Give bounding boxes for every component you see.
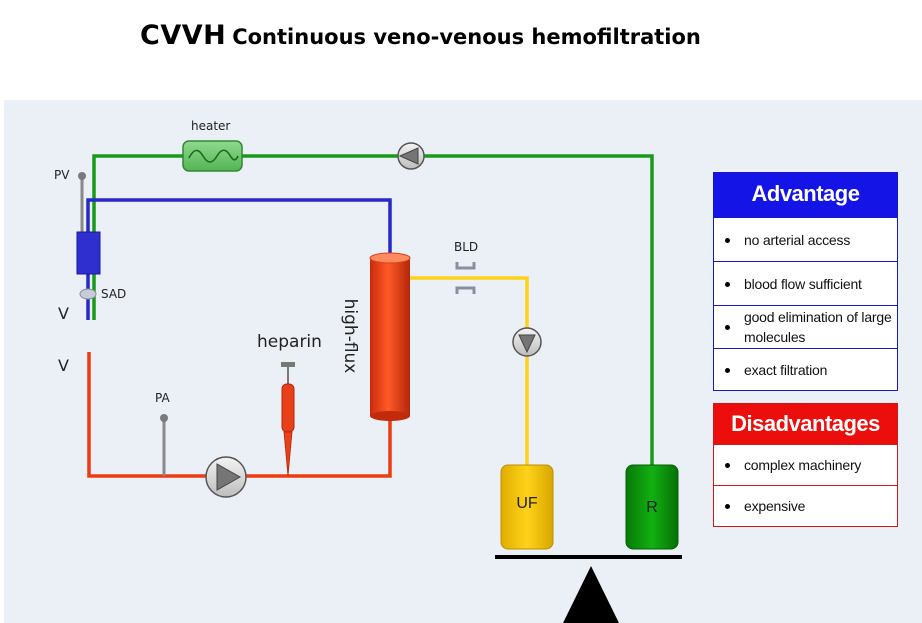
title-full-name: Continuous veno-venous hemofiltration (232, 25, 701, 49)
disadvantage-item: complex machinery (714, 444, 897, 485)
pv-label: PV (54, 168, 70, 182)
replacement-bag (625, 464, 679, 550)
hemofilter-bottom (370, 411, 410, 421)
heparin-syringe-needle (283, 431, 293, 477)
v-label-top: V (58, 304, 69, 323)
sad-label: SAD (101, 287, 127, 301)
bld-label: BLD (454, 240, 479, 254)
balance-fulcrum (563, 566, 619, 623)
disadvantages-box: Disadvantages complex machinery expensiv… (713, 403, 898, 527)
heparin-syringe-barrel (281, 383, 295, 433)
heparin-label: heparin (257, 332, 322, 352)
heparin-syringe-plunger (281, 362, 295, 367)
r-bag-label: R (646, 499, 658, 516)
title-abbreviation: CVVH (140, 20, 227, 51)
advantage-heading: Advantage (714, 173, 897, 217)
heater-label: heater (191, 119, 231, 133)
sad-detector-icon (79, 288, 97, 300)
advantage-item: blood flow sufficient (714, 261, 897, 305)
drip-chamber (76, 231, 101, 275)
pa-sensor-icon (160, 414, 168, 422)
bld-detector-icon (455, 262, 476, 294)
ultrafiltrate-line-yellow (410, 276, 529, 465)
cvvh-circuit-diagram (76, 140, 682, 623)
v-label-bottom: V (58, 356, 69, 375)
return-pump-arrow (398, 147, 419, 165)
hemofilter-top (369, 252, 411, 264)
advantage-box: Advantage no arterial access blood flow … (713, 172, 898, 391)
uf-bag (500, 464, 554, 550)
advantage-item: no arterial access (714, 217, 897, 261)
high-flux-label: high-flux (340, 298, 360, 374)
uf-bag-label: UF (516, 495, 538, 512)
pv-sensor-icon (78, 172, 86, 180)
advantage-item: exact filtration (714, 348, 897, 391)
advantage-list: no arterial access blood flow sufficient… (714, 217, 897, 391)
disadvantage-item: expensive (714, 485, 897, 526)
heater-box (182, 140, 243, 172)
disadvantages-list: complex machinery expensive (714, 444, 897, 526)
blood-pump-arrow (216, 463, 242, 491)
uf-pump-arrow (518, 334, 536, 354)
heater-wave-icon (188, 149, 239, 163)
disadvantages-heading: Disadvantages (714, 404, 897, 444)
hemofilter-body (370, 258, 410, 416)
pa-label: PA (155, 391, 170, 405)
advantage-item: good elimination of large molecules (714, 305, 897, 348)
